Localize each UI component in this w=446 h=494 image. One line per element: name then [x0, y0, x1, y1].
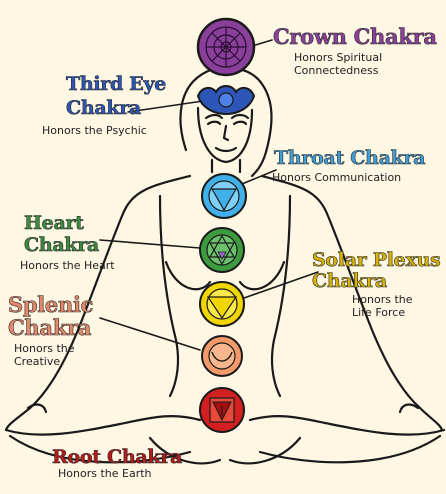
- heart-chakra-icon: [199, 227, 245, 273]
- root-chakra-title: Root Chakra: [52, 446, 183, 468]
- throat-chakra-icon: [201, 173, 247, 219]
- heart-chakra-subtitle: Honors the Heart: [20, 259, 115, 272]
- leader-splenic: [99, 317, 201, 351]
- splenic-chakra-subtitle: Honors the Creative: [14, 342, 75, 368]
- solar-plexus-chakra-subtitle: Honors the Life Force: [352, 293, 413, 319]
- face-outline: [196, 106, 254, 164]
- solar-plexus-chakra-title-line1: Solar Plexus: [312, 249, 441, 271]
- crown-chakra-icon: [196, 17, 256, 77]
- leader-heart: [99, 239, 201, 249]
- lap-outline: [4, 415, 202, 436]
- throat-chakra-title: Throat Chakra: [274, 147, 426, 169]
- right-arm-outline: [260, 174, 444, 432]
- crown-chakra-title: Crown Chakra: [273, 24, 438, 49]
- third-eye-chakra-title-line2: Chakra: [66, 97, 142, 119]
- leader-solar: [243, 271, 319, 299]
- heart-chakra-title-line2: Chakra: [24, 234, 100, 256]
- splenic-chakra-title-line1: Splenic: [8, 292, 94, 317]
- leader-third-eye: [127, 99, 211, 113]
- crown-chakra-subtitle: Honors Spiritual Connectedness: [294, 51, 383, 77]
- solar-plexus-chakra-icon: [199, 281, 245, 327]
- hair-outline: [179, 66, 273, 178]
- root-chakra-icon: [199, 387, 245, 433]
- splenic-chakra-title-line2: Chakra: [8, 315, 92, 340]
- leader-crown: [251, 39, 273, 47]
- root-chakra-subtitle: Honors the Earth: [58, 467, 152, 480]
- solar-plexus-chakra-title-line2: Chakra: [312, 270, 388, 292]
- left-arm-outline: [4, 174, 192, 432]
- leader-throat: [241, 169, 277, 185]
- throat-chakra-subtitle: Honors Communication: [272, 171, 402, 184]
- third-eye-chakra-icon: [196, 85, 256, 116]
- third-eye-chakra-title-line1: Third Eye: [66, 73, 167, 95]
- third-eye-chakra-subtitle: Honors the Psychic: [42, 124, 147, 137]
- splenic-chakra-icon: [201, 335, 243, 377]
- heart-chakra-title-line1: Heart: [24, 212, 85, 234]
